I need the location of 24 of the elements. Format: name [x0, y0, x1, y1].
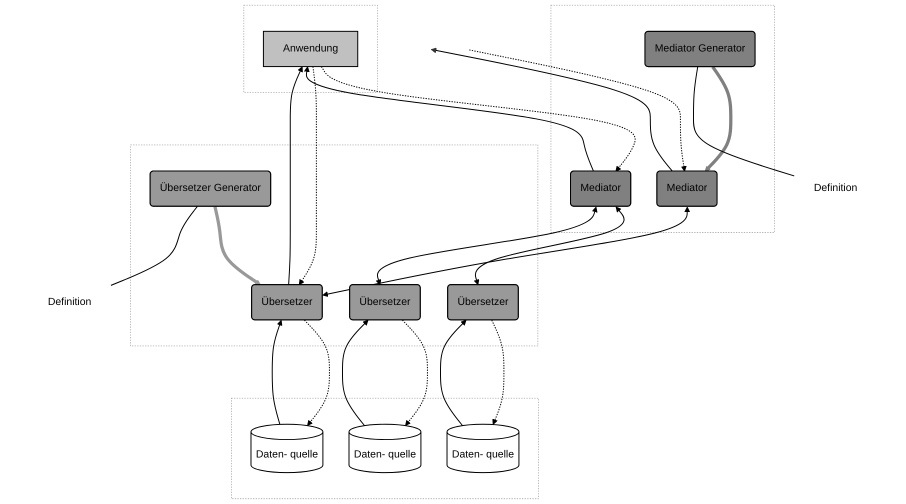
- arrow: [214, 206, 262, 286]
- arrow: [304, 320, 330, 426]
- node-text: Definition: [48, 296, 92, 308]
- arrow: [402, 320, 428, 426]
- arrow: [705, 66, 733, 172]
- arrow: [474, 206, 625, 286]
- arrow: [288, 66, 304, 286]
- arrow: [376, 206, 598, 286]
- cluster: [231, 398, 540, 500]
- arrow: [469, 49, 688, 172]
- arrow: [299, 66, 318, 286]
- cluster: [551, 4, 776, 233]
- arrow: [440, 320, 467, 426]
- arrow: [322, 206, 690, 297]
- arrow: [431, 48, 674, 172]
- cluster: [244, 4, 378, 94]
- node-text: Definition: [814, 182, 858, 194]
- arrow: [272, 320, 283, 425]
- arrow: [304, 66, 594, 172]
- arrow: [492, 320, 505, 425]
- arrow: [321, 66, 636, 172]
- node-box: Anwendung: [263, 30, 359, 68]
- cluster: [130, 144, 539, 346]
- arrow: [342, 320, 369, 426]
